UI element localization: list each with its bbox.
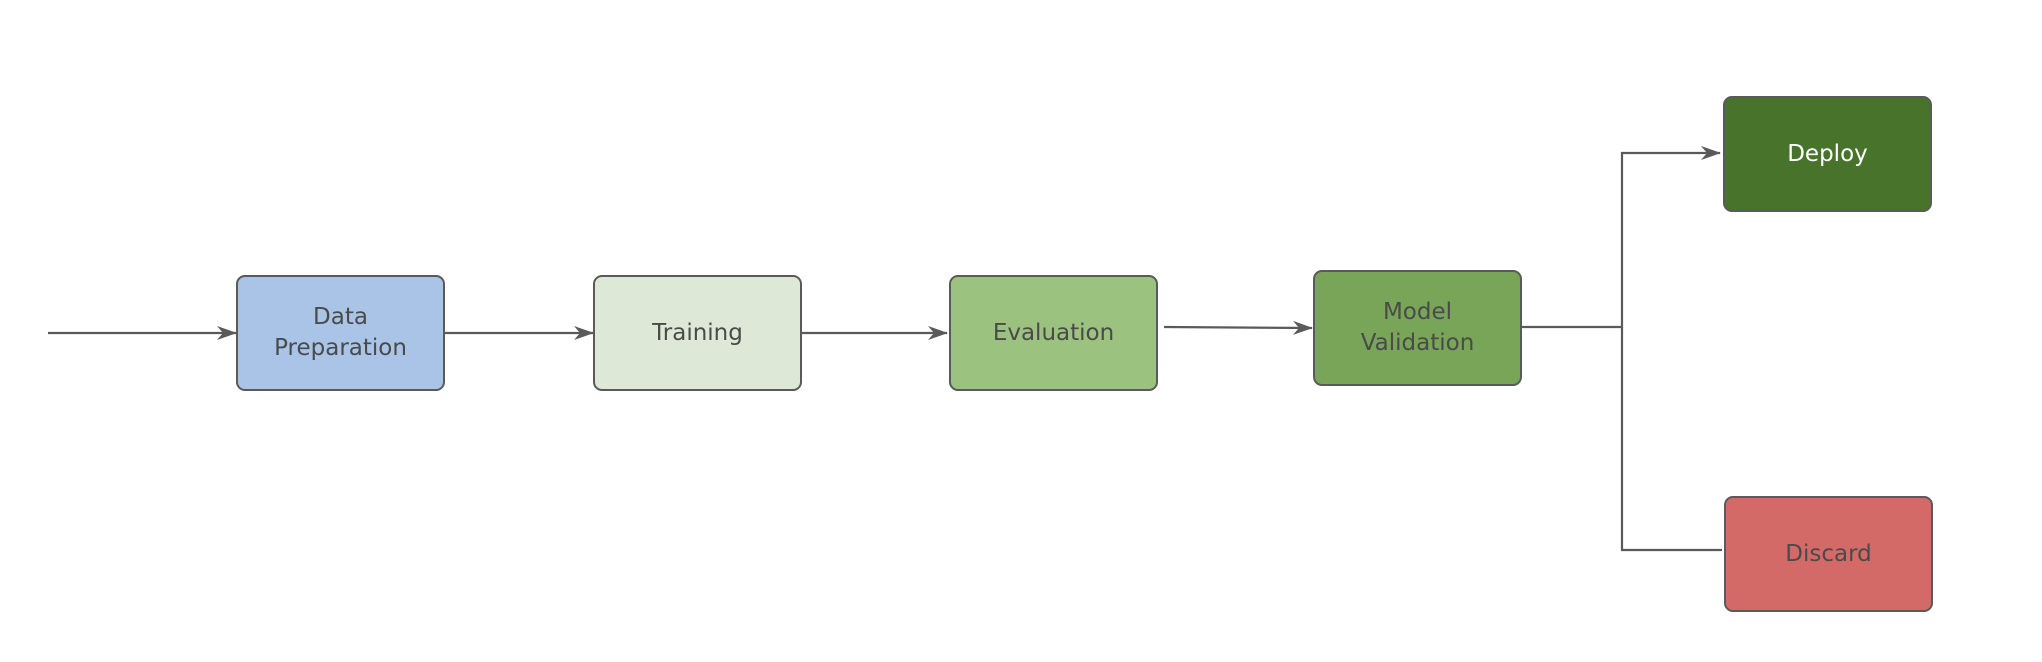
edge-model-validation-to-deploy <box>1522 146 1721 329</box>
node-label: Model Validation <box>1360 299 1475 356</box>
node-evaluation[interactable]: Evaluation <box>949 275 1158 391</box>
edge-evaluation-to-model-validation <box>1163 320 1313 335</box>
node-label: Deploy <box>1787 140 1868 167</box>
node-label: Training <box>652 319 743 346</box>
node-model-validation[interactable]: Model Validation <box>1313 270 1522 386</box>
node-deploy[interactable]: Deploy <box>1723 96 1932 212</box>
edge-model-validation-to-discard <box>1620 327 1722 552</box>
node-label: Evaluation <box>992 319 1115 346</box>
node-label: Data Preparation <box>274 304 407 361</box>
node-label: Discard <box>1785 540 1872 567</box>
node-discard[interactable]: Discard <box>1724 496 1933 612</box>
node-training[interactable]: Training <box>593 275 802 391</box>
node-data-preparation[interactable]: Data Preparation <box>236 275 445 391</box>
